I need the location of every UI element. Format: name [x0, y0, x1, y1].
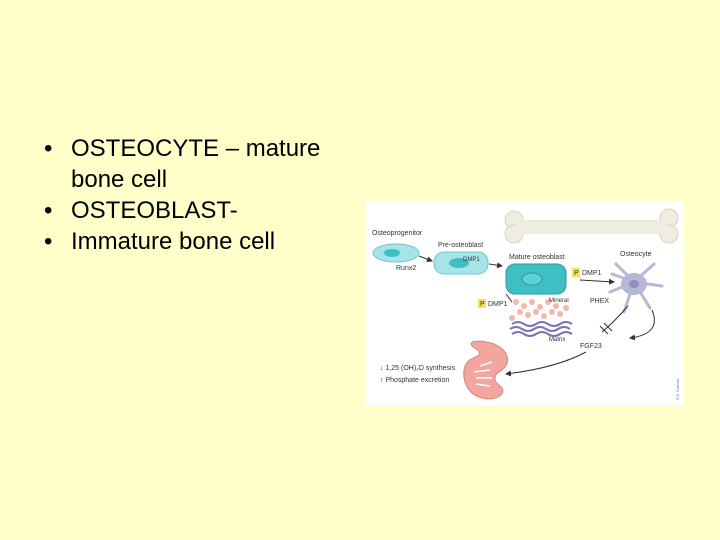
bullet-marker: •: [44, 135, 53, 162]
mature-osteoblast-nucleus: [521, 272, 543, 286]
inhibition-bar-2: [603, 322, 613, 332]
label-dmp1-inner: DMP1: [463, 257, 480, 263]
illustration-credit: R.E Carhart: [675, 378, 680, 400]
label-pre-osteoblast: Pre-osteoblast: [438, 242, 483, 249]
bullet-item-osteoblast: • OSTEOBLAST-: [44, 195, 344, 226]
kidney-illustration: [463, 340, 509, 400]
osteoprogenitor-nucleus: [384, 249, 400, 257]
label-p-dmp1-left: DMP1: [488, 301, 508, 308]
arrow-dmp1-left: [505, 293, 513, 303]
bullet-item-osteocyte: • OSTEOCYTE – mature bone cell: [44, 133, 344, 195]
label-matrix: Matrix: [549, 337, 565, 343]
label-p-right: P: [574, 270, 579, 277]
collagen-matrix: [509, 321, 573, 337]
mineral-deposits: [509, 299, 569, 321]
arrow-osteocyte-to-fgf23: [629, 309, 655, 341]
bone-illustration: [504, 208, 679, 244]
label-mature-osteoblast: Mature osteoblast: [509, 254, 565, 261]
label-excretion: ↑ Phosphate excretion: [380, 377, 449, 384]
label-p-left: P: [480, 301, 485, 308]
arrow-to-preosteoblast: [418, 255, 433, 263]
label-phex: PHEX: [590, 298, 609, 305]
bone-cell-diagram: Osteoprogenitor Runx2 Pre-osteoblast DMP…: [366, 202, 684, 405]
label-runx2: Runx2: [396, 265, 416, 272]
bullet-text: OSTEOCYTE – mature bone cell: [71, 135, 321, 193]
bullet-text: OSTEOBLAST-: [71, 197, 238, 224]
arrow-to-osteocyte: [579, 278, 615, 285]
arrow-fgf23-to-kidney: [505, 351, 587, 377]
label-p-dmp1-right: DMP1: [582, 270, 602, 277]
osteocyte-cell: [608, 262, 664, 314]
bullet-text: Immature bone cell: [71, 228, 276, 255]
label-fgf23: FGF23: [580, 343, 602, 350]
inhibition-bar-1: [599, 325, 609, 335]
label-synthesis: ↓ 1,25 (OH)₂D synthesis: [380, 365, 456, 372]
phex-inhibition-line: [601, 305, 629, 333]
label-osteocyte: Osteocyte: [620, 251, 652, 258]
label-osteoprogenitor: Osteoprogenitor: [372, 230, 423, 237]
diagram-canvas: Osteoprogenitor Runx2 Pre-osteoblast DMP…: [372, 208, 680, 400]
bullet-item-immature: • Immature bone cell: [44, 226, 344, 257]
pre-osteoblast-nucleus: [449, 258, 469, 268]
bullet-list: • OSTEOCYTE – mature bone cell • OSTEOBL…: [44, 133, 344, 257]
phospho-badge-right: [572, 268, 580, 277]
bullet-marker: •: [44, 197, 53, 224]
phospho-badge-left: [478, 299, 486, 308]
arrow-to-mature-osteoblast: [488, 262, 503, 269]
label-mineral: Mineral: [549, 298, 569, 304]
bullet-marker: •: [44, 228, 53, 255]
